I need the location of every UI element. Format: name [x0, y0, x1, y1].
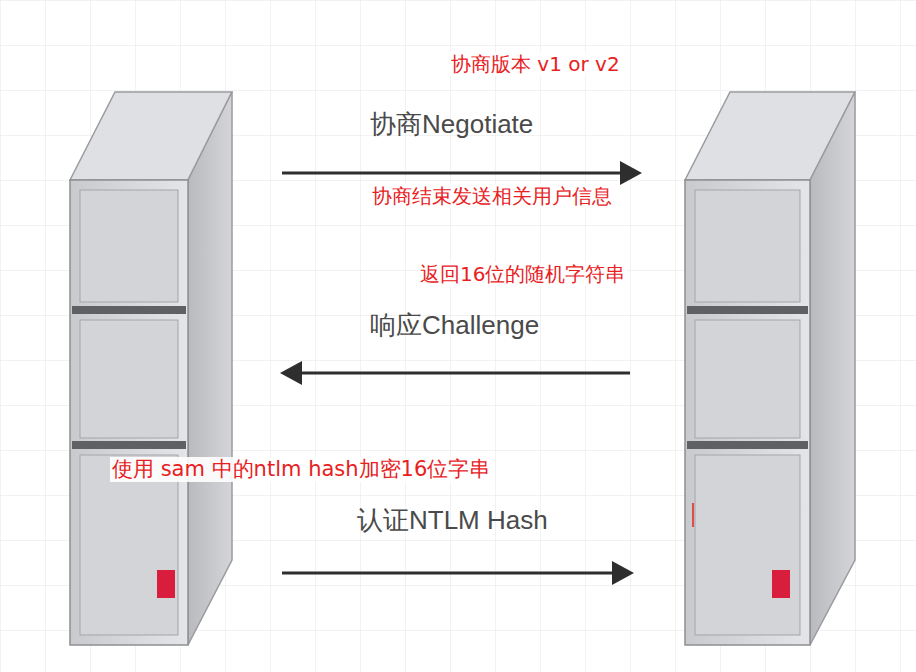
arrow-line — [302, 372, 630, 375]
server-panel — [695, 320, 800, 438]
server-divider — [72, 306, 186, 314]
server-divider — [687, 306, 808, 314]
annotation-note: 使用 sam 中的ntlm hash加密16位字串 — [110, 457, 492, 482]
server-side — [810, 92, 855, 645]
server-front — [70, 180, 188, 645]
server-panel — [80, 320, 178, 438]
arrow-line — [282, 172, 622, 175]
power-light — [772, 570, 790, 598]
server-left — [70, 92, 232, 645]
arrow-label: 协商Negotiate — [368, 109, 535, 140]
server-divider — [72, 441, 186, 449]
power-light — [157, 570, 175, 598]
arrow-label: 响应Challenge — [368, 310, 541, 341]
annotation-note: 协商版本 v1 or v2 — [449, 52, 622, 76]
annotation-note: 返回16位的随机字符串 — [418, 262, 627, 286]
arrow-head — [620, 161, 642, 185]
arrows — [280, 161, 642, 585]
server-panel — [695, 190, 800, 302]
cursor-mark — [692, 503, 694, 527]
server-divider — [687, 441, 808, 449]
server-panel — [695, 455, 800, 635]
server-front — [685, 180, 810, 645]
server-right — [685, 92, 855, 645]
server-side — [188, 92, 232, 645]
arrow-head — [280, 361, 302, 385]
server-panel — [80, 190, 178, 302]
arrow-label: 认证NTLM Hash — [355, 505, 550, 536]
arrow-line — [282, 572, 614, 575]
arrow-head — [612, 561, 634, 585]
annotation-note: 协商结束发送相关用户信息 — [370, 184, 614, 208]
